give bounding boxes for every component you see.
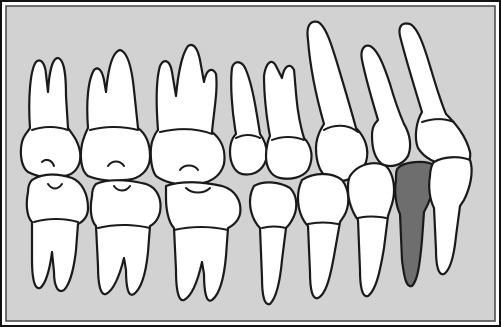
dental-diagram (0, 0, 501, 327)
dental-diagram-frame (0, 0, 501, 327)
